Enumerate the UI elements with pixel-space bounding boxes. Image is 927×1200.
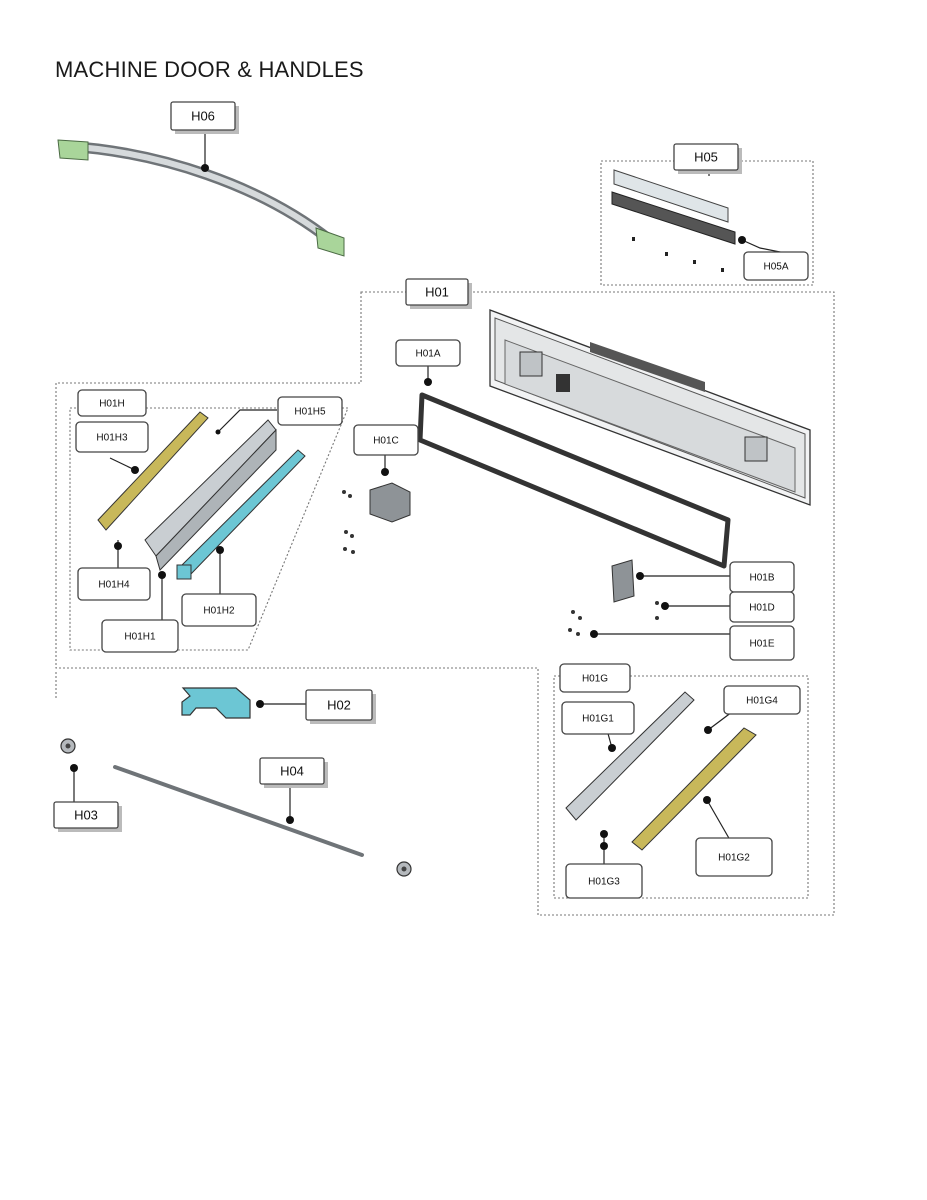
rail-gray-part-h01g1 <box>565 691 695 821</box>
bolt-part-h03 <box>60 738 412 877</box>
callout-h03: H03 <box>53 801 122 832</box>
callout-h01b: H01B <box>729 561 795 593</box>
group-outline-h01 <box>55 291 835 916</box>
callout-h01h1: H01H1 <box>101 619 179 653</box>
svg-text:H01E: H01E <box>749 639 774 650</box>
callout-h01g2: H01G2 <box>695 837 773 877</box>
svg-text:H01G1: H01G1 <box>582 714 614 725</box>
gasket-part-h01a <box>417 392 731 569</box>
bracket-part-h01c <box>342 482 411 554</box>
callout-h01g1: H01G1 <box>561 701 635 735</box>
door-frame-part-h01 <box>489 309 811 506</box>
svg-text:H01H1: H01H1 <box>124 632 156 643</box>
callout-h01a: H01A <box>395 339 461 367</box>
page-title: MACHINE DOOR & HANDLES <box>55 57 364 82</box>
rail-gray-part-h01h1 <box>144 419 277 571</box>
svg-text:H01H3: H01H3 <box>96 433 128 444</box>
group-outline-h01h <box>69 407 349 651</box>
rod-part-h04 <box>113 765 364 857</box>
callout-h01: H01 <box>405 278 472 309</box>
callout-h01c: H01C <box>353 424 419 456</box>
svg-text:H02: H02 <box>327 697 351 712</box>
svg-text:H01D: H01D <box>749 603 775 614</box>
svg-text:H01G4: H01G4 <box>746 696 778 707</box>
svg-text:H01C: H01C <box>373 436 399 447</box>
svg-text:H01B: H01B <box>749 573 774 584</box>
callout-h01g: H01G <box>559 663 631 693</box>
svg-text:H01H: H01H <box>99 399 125 410</box>
callout-h01h3: H01H3 <box>75 421 149 453</box>
callout-h01h4: H01H4 <box>77 567 151 601</box>
svg-text:H01: H01 <box>425 284 449 299</box>
svg-text:H01A: H01A <box>415 349 440 360</box>
svg-text:H04: H04 <box>280 763 304 778</box>
callout-h02: H02 <box>305 689 376 724</box>
svg-text:H01H5: H01H5 <box>294 407 326 418</box>
rail-cyan-part-h01h2 <box>176 449 306 580</box>
svg-text:H01H4: H01H4 <box>98 580 130 591</box>
handle-part-h06 <box>57 139 345 257</box>
rail-yellow-part-h01g2 <box>631 727 757 851</box>
leader-dots <box>70 164 746 850</box>
svg-text:H01G2: H01G2 <box>718 853 750 864</box>
callout-h05: H05 <box>673 143 742 174</box>
callout-h06: H06 <box>170 101 239 134</box>
rail-yellow-part-h01h3 <box>97 411 209 531</box>
svg-text:H01G3: H01G3 <box>588 877 620 888</box>
leader-lines <box>73 132 791 864</box>
callout-h01h5: H01H5 <box>277 396 343 426</box>
callout-h01h: H01H <box>77 389 147 417</box>
svg-text:H05A: H05A <box>763 262 788 273</box>
svg-text:H05: H05 <box>694 149 718 164</box>
callout-h01d: H01D <box>729 591 795 623</box>
callout-h01g4: H01G4 <box>723 685 801 715</box>
callout-h01g3: H01G3 <box>565 863 643 899</box>
callout-h05a: H05A <box>743 251 809 281</box>
group-outline-h01g <box>553 675 809 899</box>
bracket-part-h01b <box>568 559 659 636</box>
callout-h01e: H01E <box>729 625 795 661</box>
callout-h04: H04 <box>259 757 328 788</box>
panel-part-h05 <box>611 169 736 272</box>
svg-text:H06: H06 <box>191 108 215 123</box>
hinge-part-h02 <box>181 687 251 719</box>
svg-text:H03: H03 <box>74 807 98 822</box>
callout-h01h2: H01H2 <box>181 593 257 627</box>
svg-text:H01H2: H01H2 <box>203 606 235 617</box>
svg-text:H01G: H01G <box>582 674 608 685</box>
